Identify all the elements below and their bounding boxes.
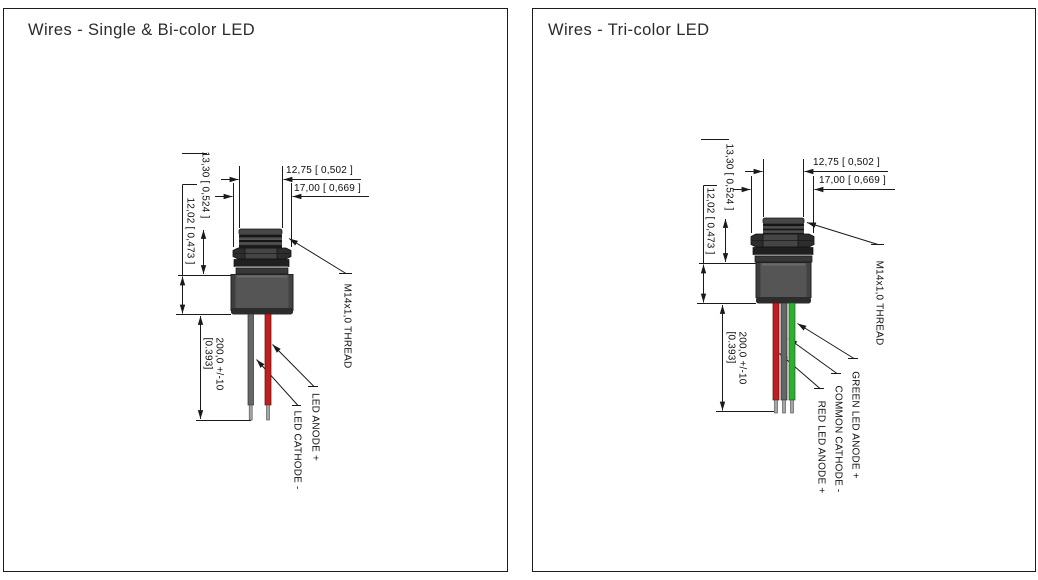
hex-nut (232, 247, 292, 260)
dim-wire-length-mm: 200,0 +/-10 (213, 337, 225, 391)
connector-drawing (176, 153, 369, 421)
wires (247, 313, 272, 421)
lock-washer (233, 259, 290, 268)
wires (772, 302, 796, 414)
thread-ridges (763, 224, 804, 235)
common-cathode-leader-line (788, 338, 838, 374)
dim-lower-height: 12,02 [ 0,473 ] (704, 187, 716, 255)
thread-cap (238, 228, 283, 236)
wire-gray (780, 302, 788, 401)
dim-upper-height: 13,30 [ 0,524 ] (199, 151, 211, 219)
wire-gray-stripped-tip (248, 404, 253, 421)
wire-label-common-cathode: COMMON CATHODE - (832, 385, 844, 493)
connector-body (230, 274, 294, 315)
wire-gray-stripped-tip (782, 399, 786, 414)
dim-nut-width: 17,00 [ 0,669 ] (819, 175, 886, 186)
wire-label-red-anode: RED LED ANODE + (815, 400, 827, 494)
wire-red (772, 302, 780, 401)
thread-spec-label: M14x1,0 THREAD (341, 283, 353, 369)
dim-thread-diameter: 12,75 [ 0,502 ] (813, 157, 880, 168)
connector-fitting (230, 228, 294, 421)
page-title: Wires - Single & Bi-color LED (28, 21, 256, 39)
wire-gray (247, 313, 254, 406)
connector-drawing (697, 139, 895, 414)
connector-body (755, 262, 812, 304)
cathode-leader-line (256, 359, 299, 406)
panel-single-bicolor-led: Wires - Single & Bi-color LED (3, 8, 508, 572)
dim-upper-height: 13,30 [ 0,524 ] (723, 143, 735, 211)
wire-green (788, 302, 796, 401)
dim-wire-length-in: [0.393] (203, 337, 214, 370)
dim-thread-diameter: 12,75 [ 0,502 ] (286, 165, 353, 176)
dim-wire-length: 200,0 +/-10 [0.393] (726, 331, 748, 385)
dim-lower-height: 12,02 [ 0,473 ] (184, 197, 196, 265)
panel-tricolor-led: Wires - Tri-color LED (532, 8, 1036, 572)
dimension-lines (697, 139, 895, 412)
wire-red (264, 313, 272, 406)
anode-leader-line (272, 344, 315, 387)
hex-nut (750, 233, 815, 248)
dimension-lines (176, 153, 369, 421)
dim-nut-width: 17,00 [ 0,669 ] (294, 183, 361, 194)
dim-wire-length-in: [0.393] (726, 331, 737, 364)
wire-label-cathode: LED CATHODE - (291, 410, 303, 490)
thread-ridges (239, 235, 282, 248)
wire-label-anode: LED ANODE + (309, 392, 321, 462)
thread-leader-line (806, 222, 879, 245)
wire-green-stripped-tip (790, 399, 794, 414)
thread-cap (762, 217, 805, 225)
wire-red-stripped-tip (266, 404, 270, 421)
flat-washer (754, 255, 813, 263)
green-anode-leader-line (797, 323, 855, 359)
lock-washer (752, 247, 814, 256)
thread-leader-line (288, 238, 347, 274)
thread-spec-label: M14x1,0 THREAD (873, 260, 885, 346)
wire-red-stripped-tip (774, 399, 778, 414)
wire-label-green-anode: GREEN LED ANODE + (849, 371, 861, 479)
page-title: Wires - Tri-color LED (548, 21, 710, 39)
connector-fitting (750, 217, 815, 414)
flat-washer (235, 267, 289, 275)
dim-wire-length-mm: 200,0 +/-10 (736, 331, 748, 385)
dim-wire-length: 200,0 +/-10 [0.393] (203, 337, 225, 391)
